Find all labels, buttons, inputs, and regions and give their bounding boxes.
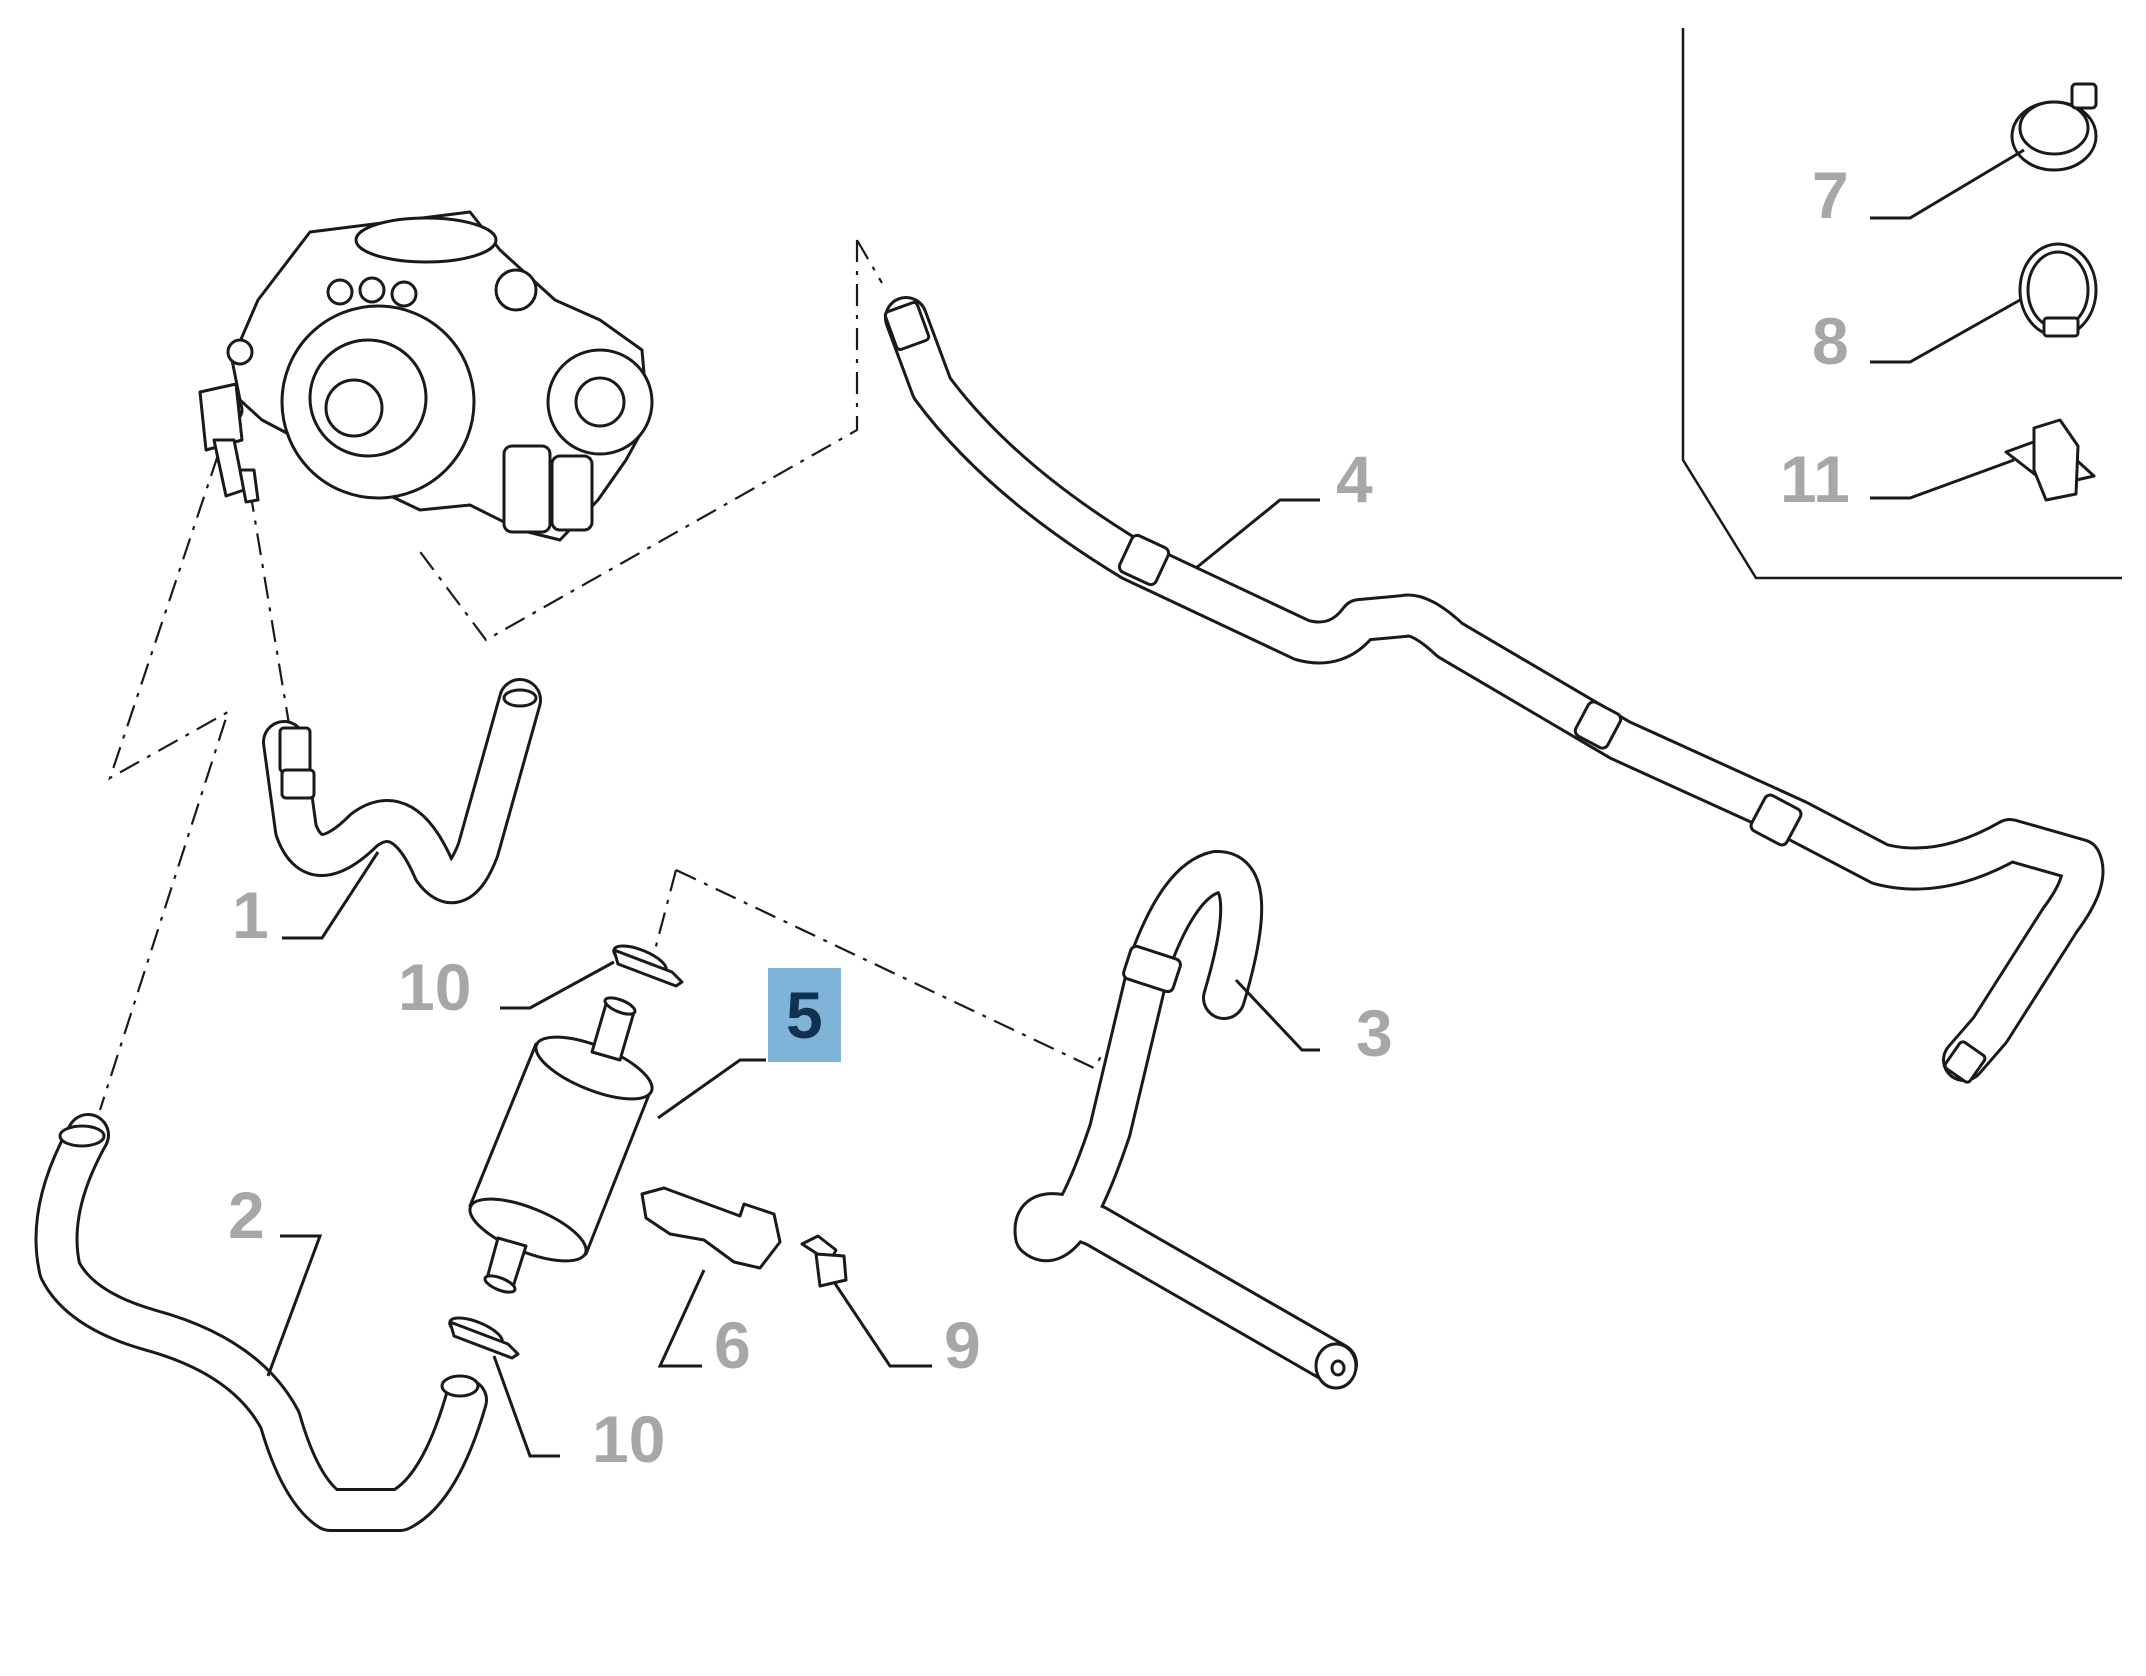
hose-clamp-10-lower[interactable] — [446, 1312, 520, 1360]
screw-9[interactable] — [800, 1234, 848, 1288]
callout-8[interactable]: 8 — [1806, 306, 1855, 376]
leader-lines — [266, 148, 2025, 1458]
callout-5-highlighted[interactable]: 5 — [768, 968, 841, 1062]
hose-3[interactable] — [1013, 850, 1358, 1390]
callout-1[interactable]: 1 — [226, 880, 275, 950]
callout-9[interactable]: 9 — [938, 1310, 987, 1380]
callout-2[interactable]: 2 — [222, 1180, 271, 1250]
hose-2[interactable] — [34, 1113, 488, 1532]
callout-3[interactable]: 3 — [1350, 998, 1399, 1068]
callout-11[interactable]: 11 — [1774, 444, 1856, 514]
callout-4[interactable]: 4 — [1330, 444, 1379, 514]
assembly-guide-lines — [98, 239, 1106, 1111]
hose-1[interactable] — [262, 678, 542, 904]
bracket-6[interactable] — [640, 1186, 782, 1270]
callout-10-upper[interactable]: 10 — [392, 952, 478, 1022]
kit-frame — [1681, 28, 2122, 580]
callout-6[interactable]: 6 — [708, 1310, 757, 1380]
pipe-4[interactable] — [883, 296, 2105, 1084]
clamp-8[interactable] — [2018, 242, 2098, 338]
clamp-7[interactable] — [2010, 82, 2098, 172]
callout-10-lower[interactable]: 10 — [586, 1404, 672, 1474]
clip-11[interactable] — [2004, 418, 2096, 502]
callout-7[interactable]: 7 — [1806, 160, 1855, 230]
fuel-filter-5[interactable] — [462, 994, 659, 1295]
lpg-reducer[interactable] — [198, 210, 654, 542]
hose-clamp-10-upper[interactable] — [610, 940, 684, 988]
